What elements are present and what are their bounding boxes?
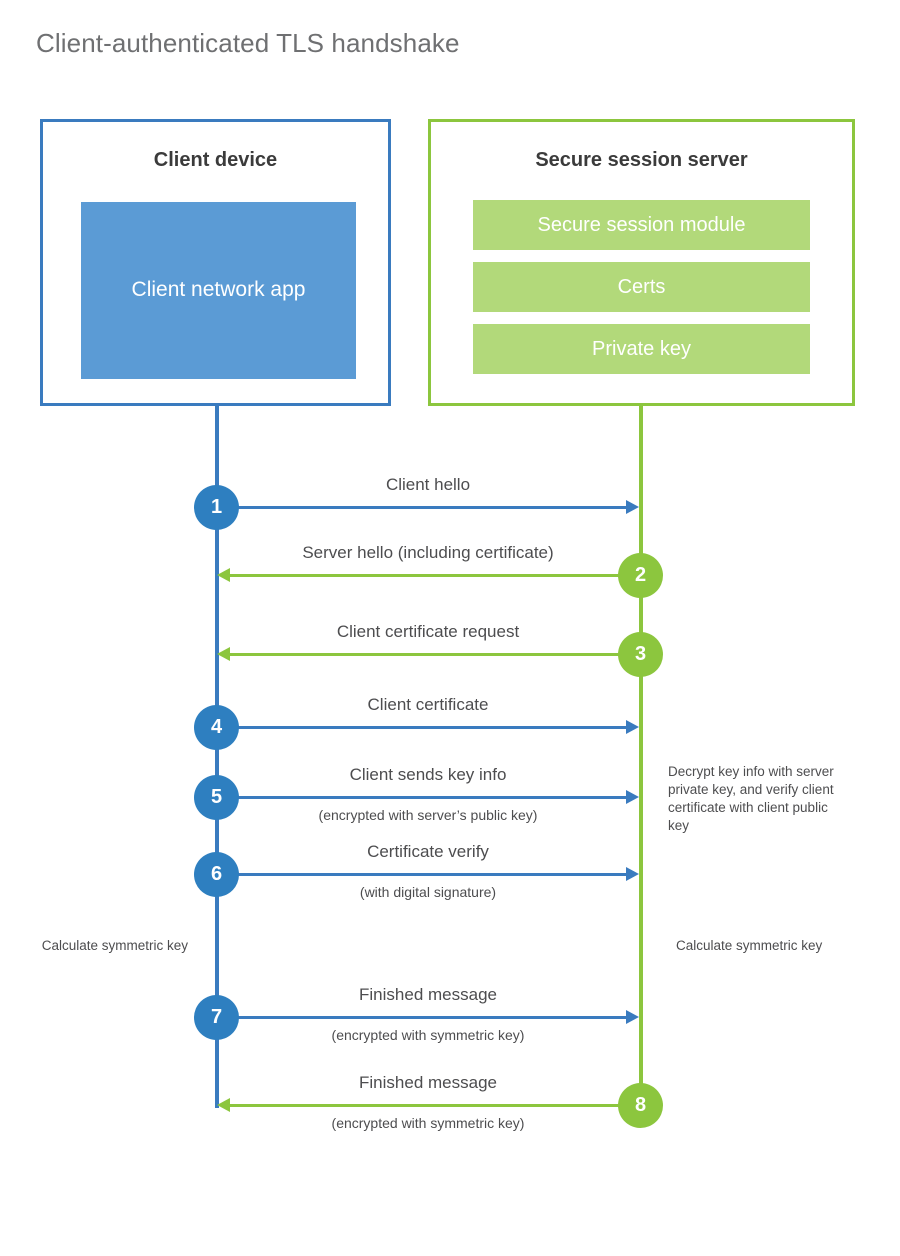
- message-line-8: [230, 1104, 639, 1107]
- message-line-5: [217, 796, 626, 799]
- step-marker-8[interactable]: 8: [618, 1083, 663, 1128]
- step-marker-7[interactable]: 7: [194, 995, 239, 1040]
- message-label-1: Client hello: [385, 475, 471, 494]
- page-title: Client-authenticated TLS handshake: [36, 28, 460, 58]
- message-line-7: [217, 1016, 626, 1019]
- arrowhead-right-icon: [626, 867, 639, 881]
- client-lifeline: [215, 406, 219, 1108]
- step-marker-5[interactable]: 5: [194, 775, 239, 820]
- step-marker-2[interactable]: 2: [618, 553, 663, 598]
- message-label-4: Client certificate: [367, 695, 489, 714]
- arrowhead-right-icon: [626, 1010, 639, 1024]
- message-line-6: [217, 873, 626, 876]
- server-component-certs: Certs: [473, 262, 810, 312]
- arrowhead-left-icon: [217, 568, 230, 582]
- step-marker-3[interactable]: 3: [618, 632, 663, 677]
- annotation-server-calculate-symmetric-key: Calculate symmetric key: [676, 938, 823, 953]
- secure-session-server-box: Secure session server Secure session mod…: [428, 119, 855, 406]
- message-label-5: Client sends key info: [349, 765, 507, 784]
- server-component-secure-session-module: Secure session module: [473, 200, 810, 250]
- message-label-2: Server hello (including certificate): [302, 543, 554, 562]
- step-marker-6[interactable]: 6: [194, 852, 239, 897]
- client-device-title: Client device: [153, 149, 278, 171]
- message-line-3: [230, 653, 639, 656]
- server-lifeline: [639, 406, 643, 1106]
- annotation-server-decrypt: Decrypt key info with server private key…: [668, 764, 834, 833]
- annotation-client-calculate-symmetric-key: Calculate symmetric key: [41, 938, 188, 953]
- arrowhead-right-icon: [626, 500, 639, 514]
- secure-session-server-title: Secure session server: [535, 149, 748, 171]
- arrowhead-right-icon: [626, 720, 639, 734]
- step-marker-4[interactable]: 4: [194, 705, 239, 750]
- arrowhead-left-icon: [217, 1098, 230, 1112]
- message-line-2: [230, 574, 639, 577]
- server-component-private-key: Private key: [473, 324, 810, 374]
- message-sublabel-8: (encrypted with symmetric key): [331, 1115, 525, 1131]
- message-label-7: Finished message: [359, 985, 497, 1004]
- message-line-1: [217, 506, 626, 509]
- message-line-4: [217, 726, 626, 729]
- message-label-3: Client certificate request: [336, 622, 520, 641]
- message-sublabel-7: (encrypted with symmetric key): [331, 1027, 525, 1043]
- message-label-8: Finished message: [359, 1073, 497, 1092]
- client-device-box: Client device Client network app: [40, 119, 391, 406]
- arrowhead-left-icon: [217, 647, 230, 661]
- message-sublabel-6: (with digital signature): [359, 884, 497, 900]
- client-network-app-block: Client network app: [81, 202, 356, 379]
- step-marker-1[interactable]: 1: [194, 485, 239, 530]
- message-sublabel-5: (encrypted with server’s public key): [318, 807, 538, 823]
- arrowhead-right-icon: [626, 790, 639, 804]
- message-label-6: Certificate verify: [367, 842, 489, 861]
